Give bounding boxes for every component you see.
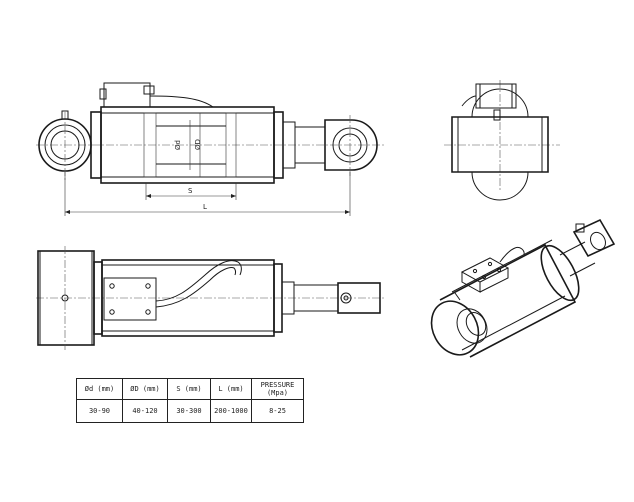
- length-label: L: [203, 203, 207, 211]
- isometric-view: [430, 218, 616, 358]
- value-length: 200-1000: [210, 399, 252, 423]
- header-length: L (mm): [210, 378, 252, 400]
- rod-dia-label: Ød: [174, 140, 182, 150]
- side-view: [444, 80, 560, 201]
- header-bore-dia: ØD (mm): [122, 378, 168, 400]
- front-section-view: Ød ØD S L: [36, 82, 384, 216]
- spec-table-header-row: Ød (mm) ØD (mm) S (mm) L (mm) PRESSURE (…: [76, 378, 304, 400]
- plan-view: [36, 246, 384, 350]
- spec-table-value-row: 30-90 40-120 30-300 200-1000 8-25: [76, 399, 304, 423]
- value-bore-dia: 40-120: [122, 399, 168, 423]
- header-pressure: PRESSURE (Mpa): [251, 378, 304, 400]
- header-rod-dia: Ød (mm): [76, 378, 123, 400]
- value-rod-dia: 30-90: [76, 399, 123, 423]
- bore-dia-label: ØD: [194, 139, 202, 150]
- value-pressure: 8-25: [251, 399, 304, 423]
- spec-table: Ød (mm) ØD (mm) S (mm) L (mm) PRESSURE (…: [76, 378, 304, 423]
- value-stroke: 30-300: [167, 399, 211, 423]
- header-stroke: S (mm): [167, 378, 211, 400]
- stroke-label: S: [188, 187, 193, 195]
